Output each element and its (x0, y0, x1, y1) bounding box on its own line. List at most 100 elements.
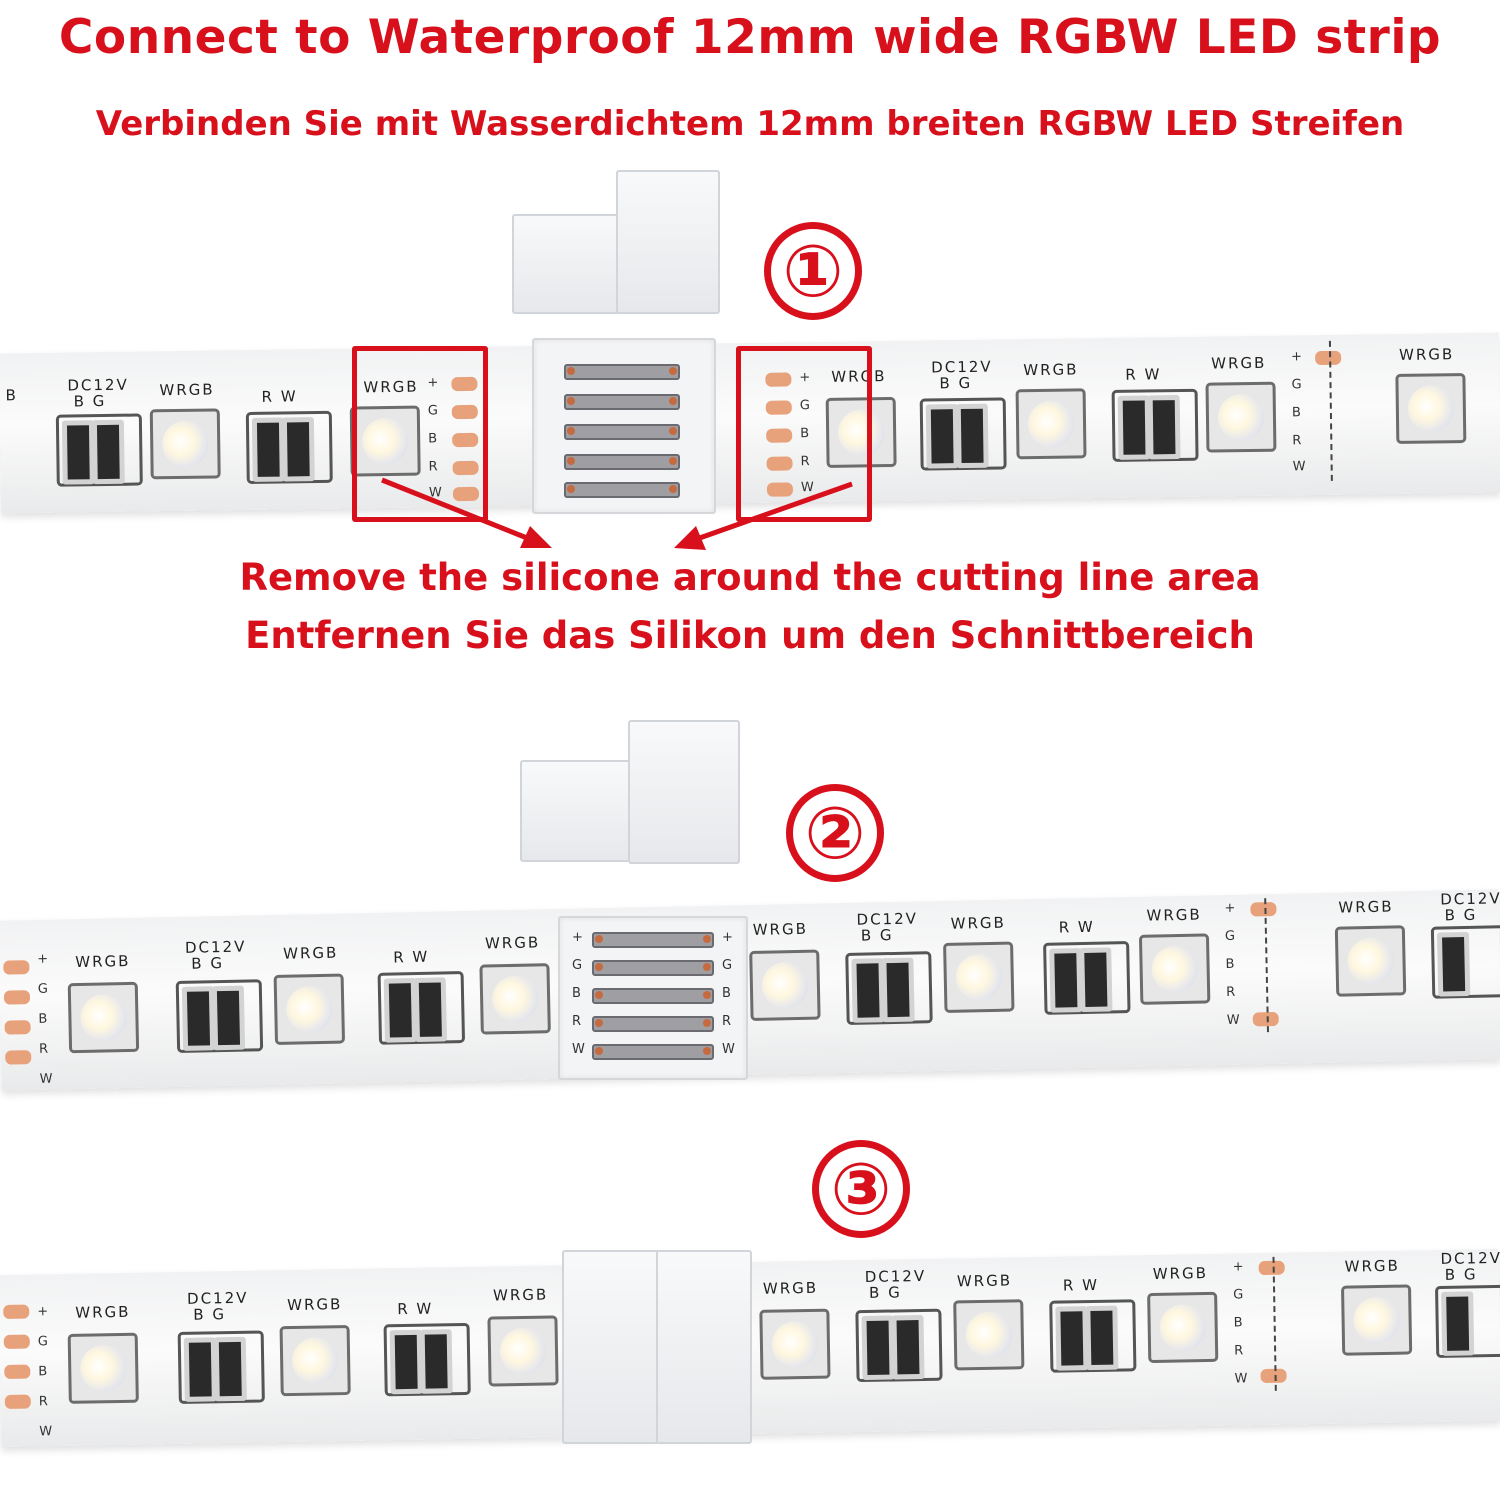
bg-label: B G (1444, 1265, 1478, 1284)
bg-label: B G (860, 925, 894, 945)
copper-pad (3, 1334, 30, 1350)
copper-pad (4, 1020, 31, 1035)
pin-label: R (1233, 1343, 1244, 1359)
pin-label: B (38, 1364, 48, 1380)
pin-label: W (1234, 1371, 1248, 1387)
led-label: WRGB (75, 1302, 131, 1322)
resistor (1085, 1305, 1119, 1371)
rgbw-led (67, 981, 140, 1054)
connector-clip-right-closed[interactable] (656, 1250, 752, 1444)
copper-pad (3, 960, 30, 975)
connector-contact (592, 1044, 714, 1060)
led-label: WRGB (762, 1278, 819, 1298)
resistor (211, 985, 246, 1051)
rgbw-led (67, 1332, 139, 1404)
led-label: WRGB (752, 919, 809, 939)
pin-label: B (1233, 1315, 1243, 1331)
pin-label: R (722, 1014, 732, 1029)
led-label: WRGB (1152, 1263, 1209, 1283)
step-number-1: ① (764, 222, 862, 320)
pin-label: + (37, 1304, 49, 1320)
rgbw-led (479, 963, 551, 1035)
led-label: WRGB (282, 943, 339, 963)
led-label: WRGB (1344, 1256, 1400, 1276)
connector-contact (564, 482, 680, 498)
resistor (1049, 948, 1083, 1013)
pin-label: G (1224, 928, 1236, 945)
cut-area-highlight-left (352, 346, 488, 522)
resistor (891, 1314, 925, 1380)
pin-label: G (572, 958, 583, 973)
resistor (183, 1337, 217, 1402)
connector-clip-right[interactable] (616, 170, 720, 314)
bg-label: B G (868, 1283, 902, 1302)
connector-contact (564, 424, 680, 440)
copper-pad (3, 1304, 30, 1320)
connector-body[interactable] (532, 338, 716, 514)
led-strip-step2: + G B R W WRGB DC12V B G WRGB R W WRGB W… (0, 889, 1500, 1091)
rw-label: R W (1058, 917, 1095, 937)
pin-label: + (1232, 1259, 1244, 1275)
resistor (1441, 1291, 1475, 1356)
led-label: WRGB (956, 1271, 1013, 1291)
pin-label: + (722, 930, 733, 945)
connector-contact (592, 1016, 714, 1032)
resistor (383, 977, 418, 1043)
pin-label: + (37, 951, 49, 967)
heading-english: Connect to Waterproof 12mm wide RGBW LED… (58, 10, 1442, 65)
rgbw-led (943, 941, 1015, 1013)
pin-label: + (572, 930, 583, 945)
pin-label: B (1225, 956, 1235, 973)
pin-label: W (39, 1071, 53, 1087)
connector-contact (564, 364, 680, 380)
copper-pad (3, 990, 31, 1005)
rgbw-led (279, 1324, 351, 1397)
resistor (181, 986, 216, 1051)
copper-pad (4, 1364, 31, 1380)
rgbw-led (1334, 925, 1407, 997)
pin-label: + (1224, 900, 1236, 917)
connector-clip-left[interactable] (520, 760, 644, 862)
connector-clip-left[interactable] (512, 214, 620, 314)
arrow-left (381, 477, 533, 543)
pin-label: G (37, 981, 49, 997)
rgbw-led (1341, 1284, 1413, 1356)
led-label: WRGB (1338, 897, 1394, 917)
bg-label: B G (1444, 905, 1478, 925)
rw-label: R W (397, 1299, 434, 1319)
rgbw-led (1138, 933, 1211, 1005)
led-label: WRGB (75, 951, 131, 972)
pin-label: R (38, 1394, 49, 1410)
rw-label: R W (1062, 1275, 1100, 1295)
pin-label: G (1233, 1287, 1244, 1303)
instruction-english: Remove the silicone around the cutting l… (239, 556, 1261, 599)
pin-label: B (722, 986, 731, 1001)
rgbw-led (953, 1299, 1025, 1371)
pin-label: W (1226, 1012, 1240, 1029)
resistor (1436, 931, 1471, 997)
rgbw-led (487, 1315, 559, 1387)
resistor (1055, 1306, 1089, 1371)
pin-label: R (572, 1014, 582, 1029)
pin-label: B (38, 1011, 48, 1027)
pin-label: W (722, 1042, 735, 1057)
led-label: WRGB (1146, 905, 1202, 925)
connector-body[interactable]: + G B R W + G B R W (558, 916, 748, 1080)
resistor (419, 1329, 453, 1394)
step-number-2: ② (786, 784, 884, 882)
connector-clip-right[interactable] (628, 720, 740, 864)
pin-label: B (572, 986, 581, 1001)
led-label: WRGB (484, 933, 541, 953)
connector-contact (592, 960, 714, 976)
resistor (1079, 947, 1113, 1013)
connector-clip-left-closed[interactable] (562, 1250, 660, 1444)
resistor (861, 1315, 895, 1381)
connector-contact (592, 988, 714, 1004)
connector-contact (564, 394, 680, 410)
pin-label: R (38, 1041, 49, 1057)
connector-contact (592, 932, 714, 948)
resistor (413, 977, 448, 1043)
resistor (389, 1329, 423, 1395)
arrowhead-left (520, 526, 552, 548)
